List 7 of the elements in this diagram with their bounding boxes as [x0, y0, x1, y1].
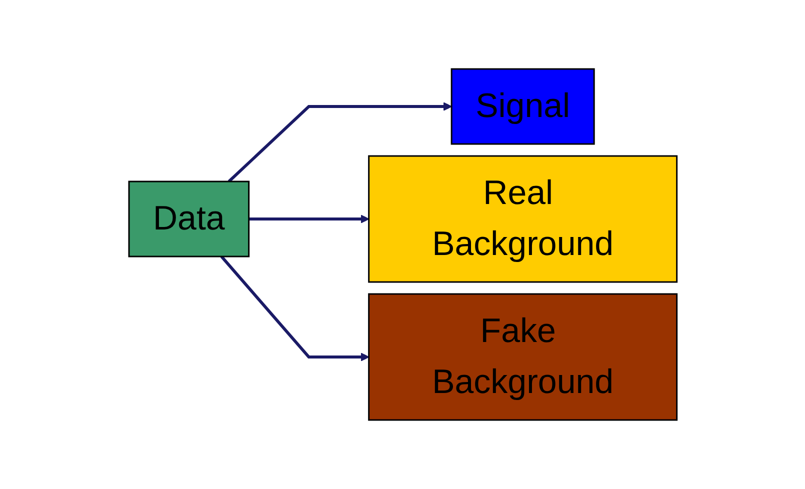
arrow: [220, 256, 369, 362]
arrow: [227, 102, 452, 183]
arrow: [248, 214, 369, 224]
node-box: Data: [128, 180, 250, 258]
node-box: Fake Background: [368, 293, 678, 421]
node-box: Signal: [450, 68, 594, 145]
node-box: Real Background: [368, 155, 678, 283]
